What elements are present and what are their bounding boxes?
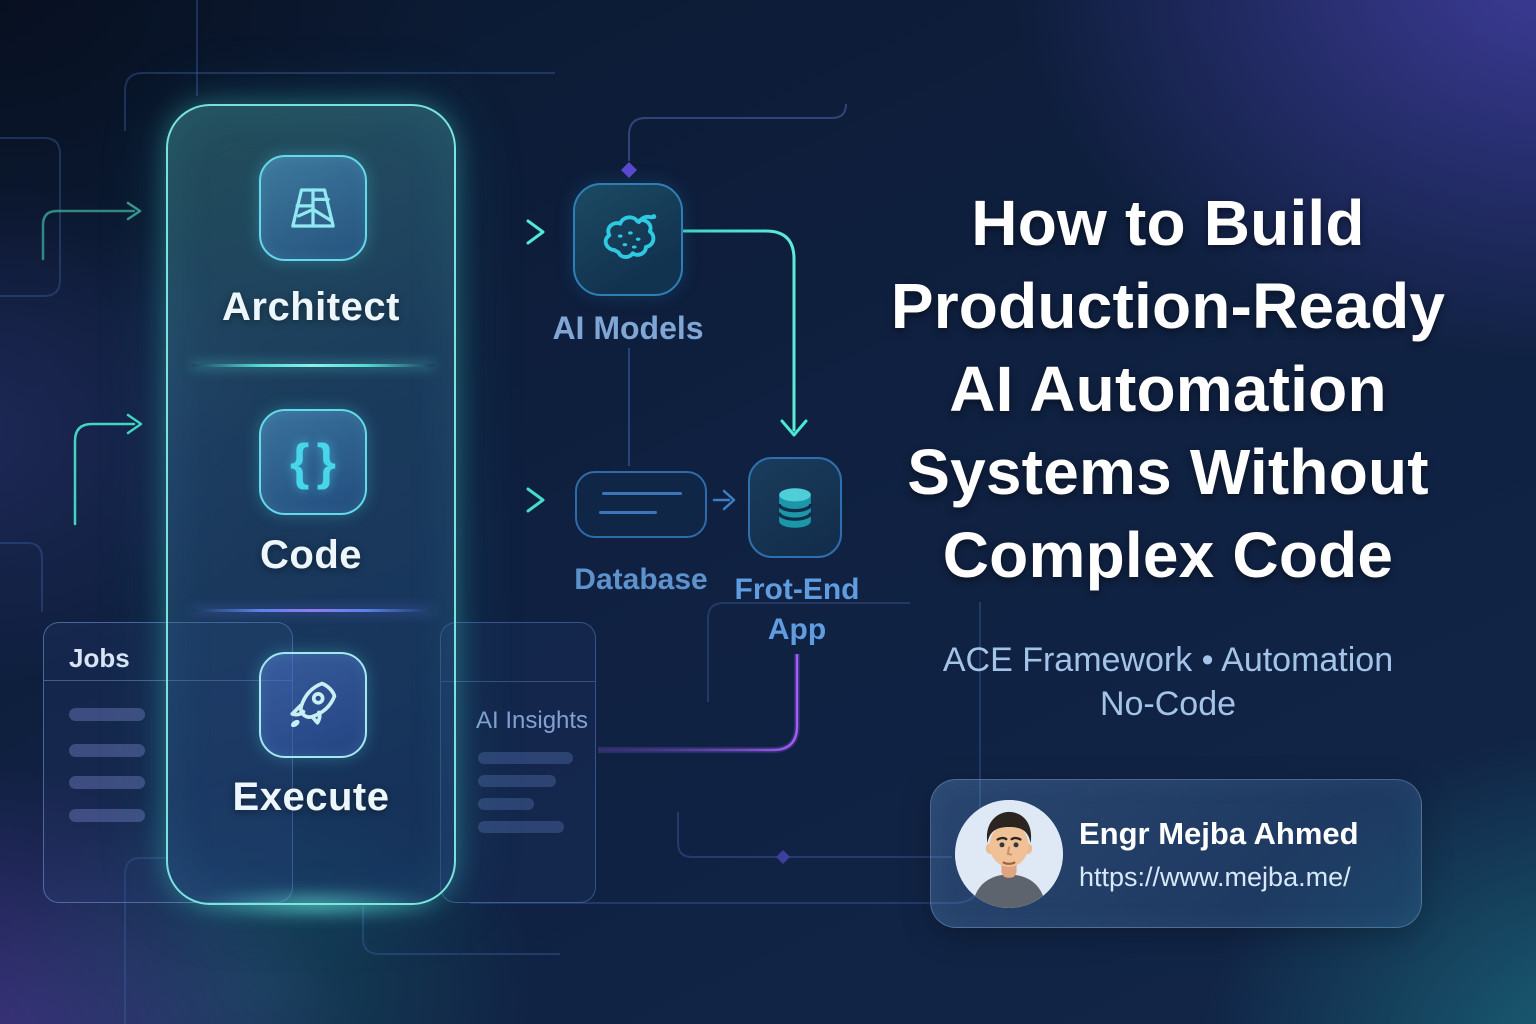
title-line: How to Build <box>971 187 1365 259</box>
database-label: Database <box>574 563 708 596</box>
blueprint-icon <box>291 188 335 228</box>
skeleton-bar <box>478 752 573 764</box>
jobs-card: Jobs <box>43 622 293 903</box>
ai-models-label: AI Models <box>552 310 704 346</box>
brain-icon <box>603 213 657 259</box>
rocket-icon <box>290 681 337 728</box>
arrow-right-icon <box>526 219 545 245</box>
ai-insights-card-header <box>441 623 595 682</box>
architect-tile <box>259 155 367 261</box>
panel-divider <box>192 364 434 367</box>
author-url: https://www.mejba.me/ <box>1079 862 1351 892</box>
avatar <box>955 800 1063 908</box>
skeleton-bar <box>478 775 556 787</box>
title-line: Systems Without <box>907 436 1429 508</box>
left-arrow-traces <box>41 201 143 526</box>
database-row-line <box>599 511 657 514</box>
execute-tile <box>259 652 367 758</box>
title-line: AI Automation <box>949 353 1387 425</box>
flow-connectors <box>456 219 808 513</box>
database-row-line <box>602 492 682 495</box>
skeleton-bar <box>478 821 564 833</box>
subtitle-line2: No-Code <box>1099 685 1237 723</box>
jobs-card-header: Jobs <box>44 623 292 681</box>
top-diamond-trace <box>621 103 847 178</box>
author-name: Engr Mejba Ahmed <box>1079 816 1359 851</box>
ace-framework-panel: Architect {} Code Execute <box>166 104 456 905</box>
page-title: How to Build Production-Ready AI Automat… <box>870 182 1466 597</box>
arrow-right-icon <box>126 413 143 435</box>
bottom-diamond-trace <box>677 812 952 864</box>
brace-open: { <box>290 434 310 490</box>
title-line: Production-Ready <box>890 270 1446 342</box>
jobs-card-title: Jobs <box>69 643 130 673</box>
database-node <box>575 471 707 538</box>
purple-diamond-icon <box>621 162 637 178</box>
brace-close: } <box>316 434 336 490</box>
author-card: Engr Mejba Ahmed https://www.mejba.me/ <box>930 779 1422 928</box>
architect-label: Architect <box>222 285 400 329</box>
skeleton-bar <box>478 798 534 810</box>
code-braces-icon: {} <box>290 433 336 491</box>
code-label: Code <box>260 533 362 577</box>
title-line: Complex Code <box>942 519 1394 591</box>
frontend-label-line1: Frot-End <box>734 573 860 606</box>
skeleton-bar <box>69 744 145 757</box>
skeleton-bar <box>69 708 145 721</box>
ai-models-node <box>573 183 683 296</box>
frontend-app-node <box>748 457 842 558</box>
arrow-right-icon <box>526 487 545 513</box>
code-tile: {} <box>259 409 367 515</box>
skeleton-bar <box>69 809 145 822</box>
subtitle-line1: ACE Framework • Automation <box>942 641 1394 679</box>
ai-insights-title: AI Insights <box>476 707 589 734</box>
frontend-label-line2: App <box>767 613 827 646</box>
ai-insights-card: AI Insights <box>440 622 596 903</box>
blue-diamond-icon <box>776 850 790 864</box>
database-cylinder-icon <box>777 487 813 528</box>
skeleton-bar <box>69 776 145 789</box>
avatar-illustration <box>955 800 1063 908</box>
frontend-app-label: Frot-End App <box>722 570 872 650</box>
execute-label: Execute <box>232 775 390 819</box>
subtitle: ACE Framework • Automation No-Code <box>870 638 1466 726</box>
arrow-down-icon <box>780 419 808 437</box>
arrow-right-icon <box>722 489 736 511</box>
purple-elbow-line <box>598 654 800 753</box>
panel-divider <box>192 609 434 612</box>
arrow-right-icon <box>126 201 142 221</box>
